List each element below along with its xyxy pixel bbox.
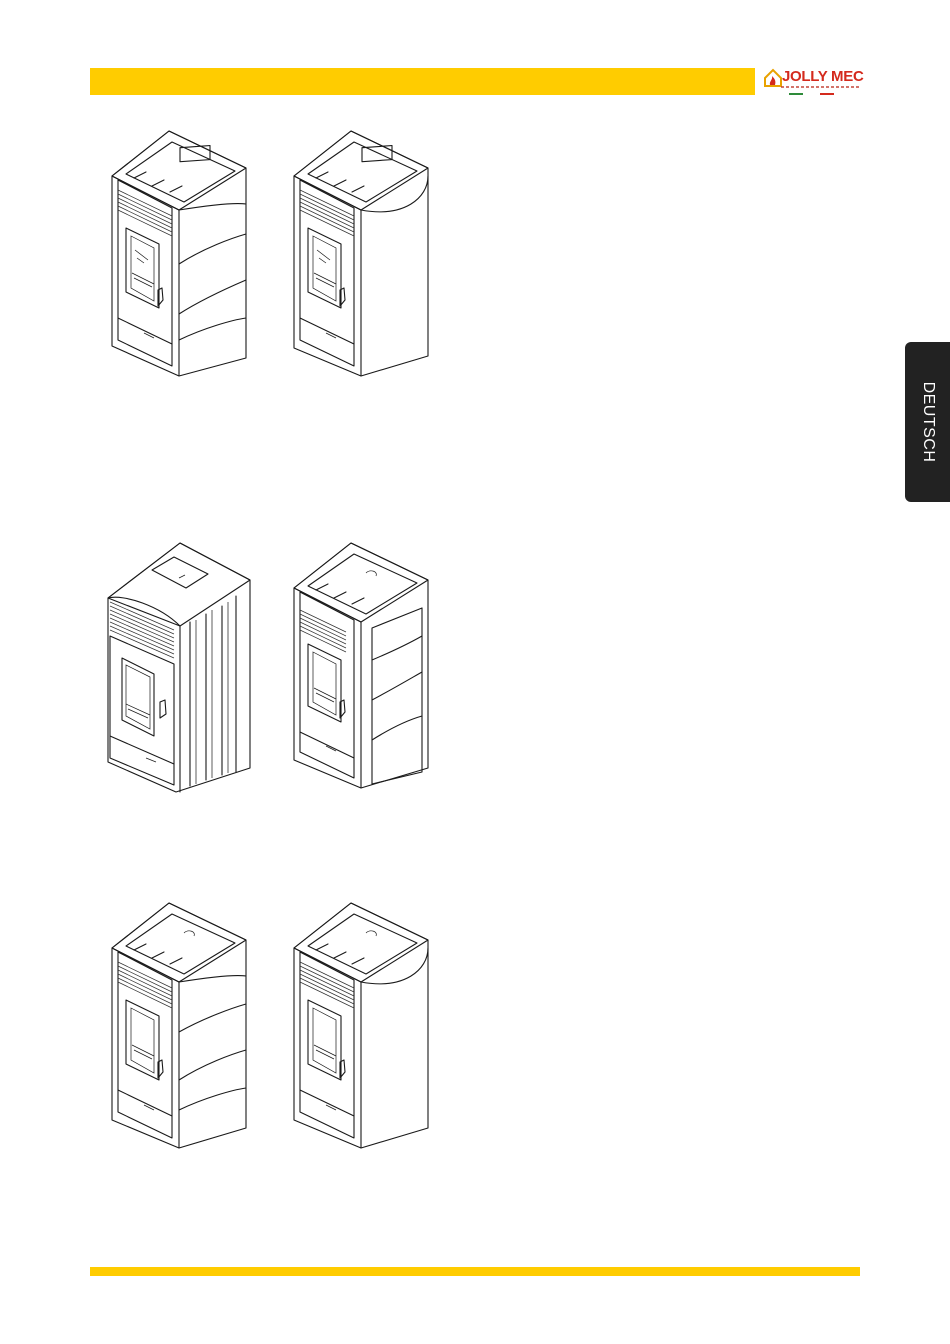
footer-accent-bar [90,1267,860,1276]
language-tab-label: DEUTSCH [919,382,937,463]
stove-illustration-2 [286,128,436,380]
brand-tagline-mark [781,86,861,88]
brand-name: JOLLY MEC [782,68,864,85]
header-accent-bar [90,68,755,95]
stove-illustration-6 [286,900,436,1152]
stove-illustration-4 [286,540,436,792]
stove-illustration-3 [104,540,254,795]
flag-stripe-green [789,93,803,95]
flag-stripe-red [820,93,834,95]
house-flame-icon [763,68,783,88]
stove-illustration-1 [104,128,254,380]
language-tab[interactable]: DEUTSCH [905,342,950,502]
stove-illustration-5 [104,900,254,1152]
brand-logo: JOLLY MEC [763,66,863,100]
